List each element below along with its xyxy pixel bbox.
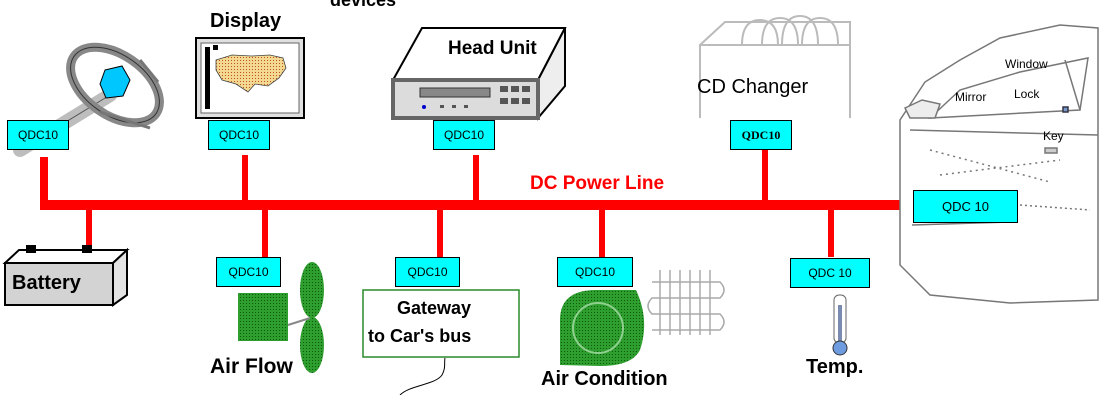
gateway-label-line-1: Gateway xyxy=(397,298,472,318)
head-unit-label: Head Unit xyxy=(448,38,537,59)
qdc-module-door: QDC 10 xyxy=(913,190,1018,223)
battery-icon xyxy=(2,245,130,307)
door-lock-label: Lock xyxy=(1014,87,1040,101)
air-flow-fan-icon xyxy=(238,262,324,373)
qdc-module-steering: QDC10 xyxy=(7,120,69,150)
thermometer-icon xyxy=(832,294,848,356)
display-monitor-icon xyxy=(195,37,305,119)
qdc-module-gateway: QDC10 xyxy=(395,257,460,287)
qdc-module-display: QDC10 xyxy=(208,120,270,150)
qdc-module-air-flow: QDC10 xyxy=(216,257,281,287)
cd-changer-label: CD Changer xyxy=(697,76,809,98)
qdc-module-temp: QDC 10 xyxy=(790,258,870,288)
car-door-icon xyxy=(899,24,1099,304)
head-unit-icon xyxy=(391,27,567,121)
air-condition-label: Air Condition xyxy=(541,368,668,390)
gateway-label-line-2: to Car's bus xyxy=(368,326,472,346)
display-label: Display xyxy=(210,10,282,32)
power-line xyxy=(40,150,920,257)
gateway-box xyxy=(362,289,520,395)
air-flow-label: Air Flow xyxy=(210,355,293,378)
header-text: devices xyxy=(330,0,397,10)
door-key-label: Key xyxy=(1043,129,1064,143)
door-window-label: Window xyxy=(1005,57,1048,71)
battery-label: Battery xyxy=(12,272,81,294)
qdc-module-air-condition: QDC10 xyxy=(557,257,633,287)
cd-changer-icon xyxy=(699,14,851,118)
door-mirror-label: Mirror xyxy=(955,90,987,104)
qdc-module-cd-changer: QDC10 xyxy=(730,120,792,150)
qdc-module-head-unit: QDC10 xyxy=(433,120,495,150)
temp-label: Temp. xyxy=(806,356,864,378)
power-line-label: DC Power Line xyxy=(530,173,665,194)
air-condition-icon xyxy=(560,270,725,366)
